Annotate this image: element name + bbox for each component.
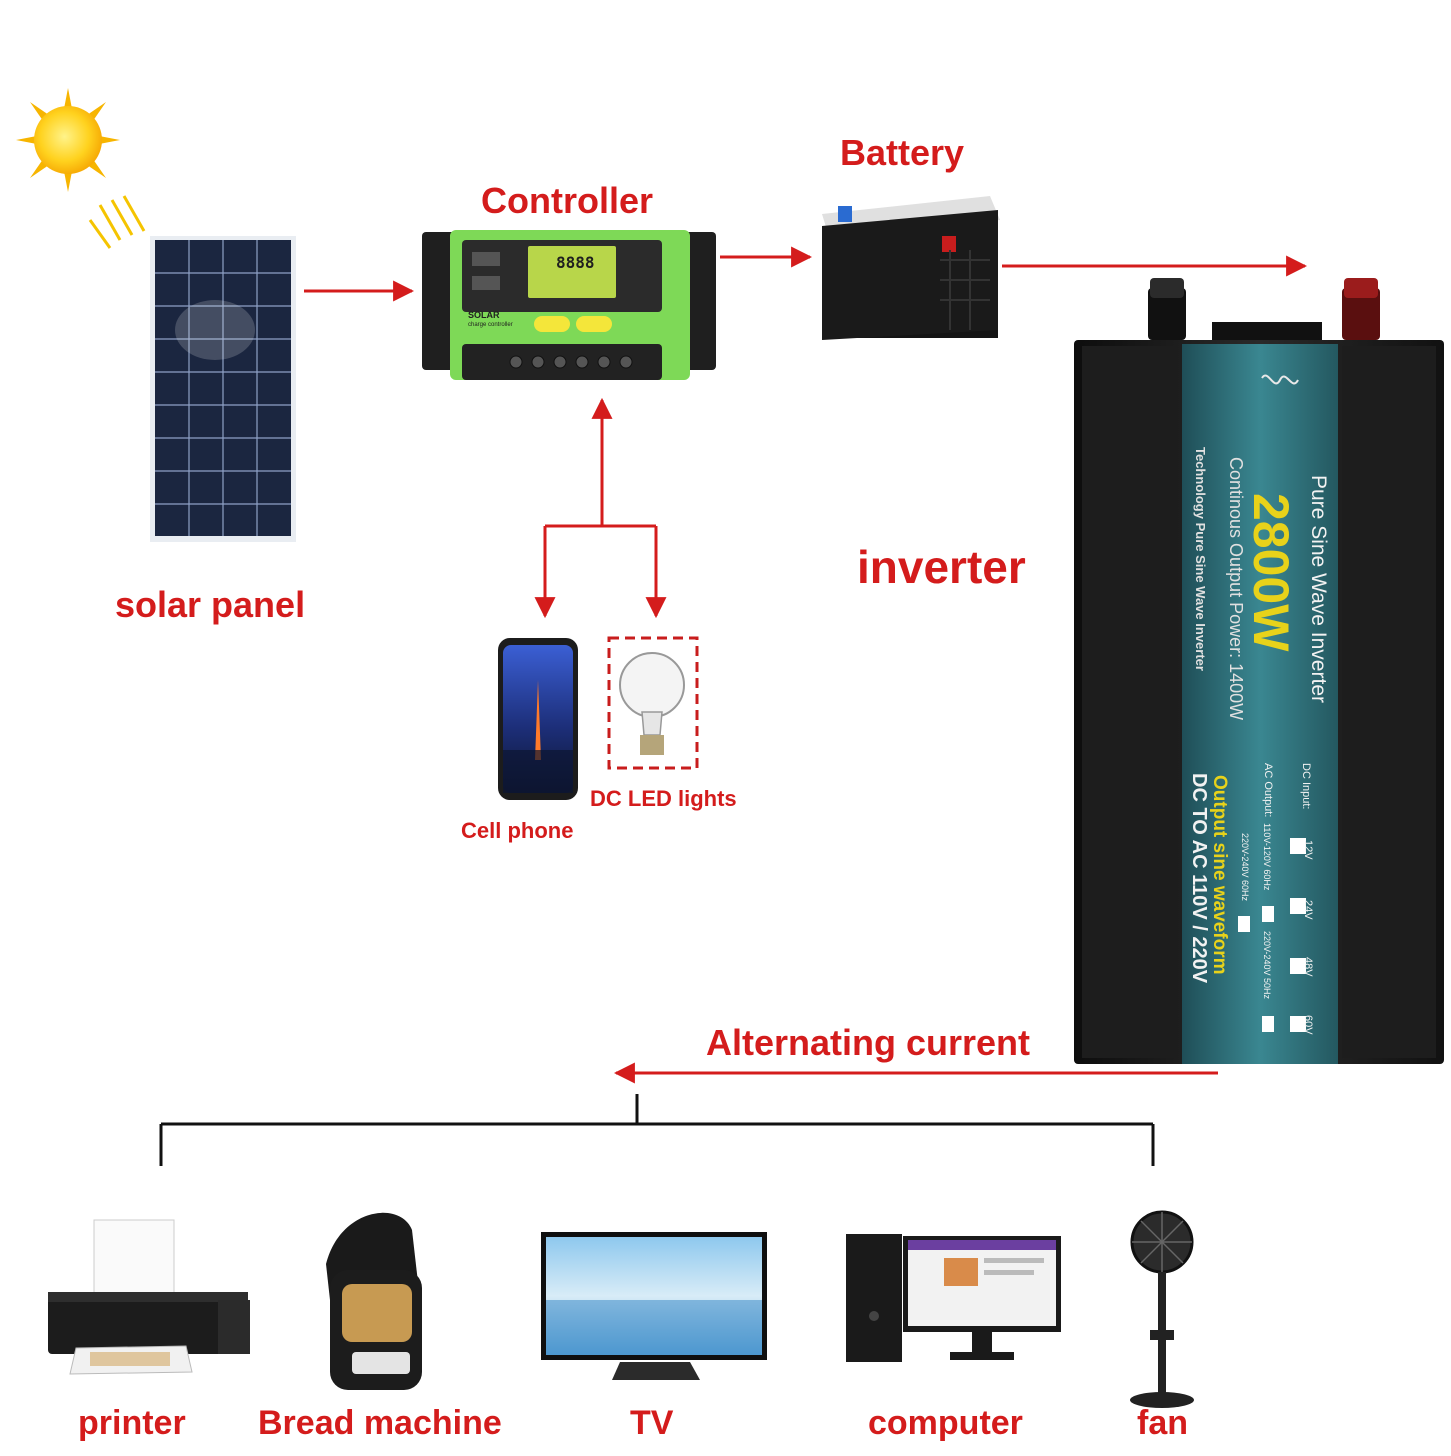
inverter-dc-input-24v: 24V <box>1302 900 1314 920</box>
inverter-ac-output-220v-50hz: 220V-240V 50Hz <box>1262 931 1272 1000</box>
label-solar-panel: solar panel <box>115 584 306 625</box>
label-dc-led-lights: DC LED lights <box>590 786 737 811</box>
label-computer: computer <box>868 1404 1023 1442</box>
label-tv: TV <box>630 1404 674 1442</box>
battery-icon <box>822 196 1000 340</box>
inverter-ac-output-110v: 110V-120V 60Hz <box>1262 823 1272 891</box>
label-fan: fan <box>1137 1404 1188 1442</box>
inverter-dc-input-label: DC Input: <box>1300 763 1312 810</box>
controller-lcd-digits: 8888 <box>556 253 595 272</box>
tv-icon <box>541 1232 767 1380</box>
phone-icon <box>498 638 578 800</box>
inverter-icon <box>1074 278 1444 1064</box>
label-inverter: inverter <box>857 541 1026 593</box>
controller-brand: SOLAR <box>468 310 500 320</box>
label-controller: Controller <box>481 180 654 221</box>
printer-icon <box>48 1219 250 1375</box>
sun-icon <box>16 88 146 249</box>
inverter-technology: Technology Pure Sine Wave Inverter <box>1193 447 1208 671</box>
inverter-label-panel: Pure Sine Wave Inverter 2800W Continous … <box>1188 345 1350 1065</box>
inverter-continuous-output: Continous Output Power: 1400W <box>1226 457 1246 721</box>
inverter-ac-output-label: AC Output: <box>1262 763 1274 818</box>
label-printer: printer <box>78 1404 186 1442</box>
inverter-dc-input-48v: 48V <box>1302 957 1314 977</box>
controller-subtitle: charge controller <box>468 322 513 328</box>
inverter-dc-input-60v: 60V <box>1302 1015 1314 1035</box>
dc-load-branch <box>534 397 667 619</box>
label-battery: Battery <box>840 132 965 173</box>
inverter-output-waveform: Output sine waveform <box>1209 775 1230 975</box>
label-cell-phone: Cell phone <box>461 818 574 843</box>
inverter-ac-output-220v-60hz: 220V-240V 60Hz <box>1240 833 1250 902</box>
fan-icon <box>1130 1210 1194 1408</box>
bread-machine-icon <box>326 1212 422 1390</box>
label-bread-machine: Bread machine <box>258 1404 502 1442</box>
inverter-dc-to-ac: DC TO AC 110V / 220V <box>1188 773 1210 984</box>
inverter-product-name: Pure Sine Wave Inverter <box>1307 475 1330 703</box>
inverter-power-rating: 2800W <box>1243 493 1299 652</box>
label-alternating-current: Alternating current <box>706 1022 1031 1063</box>
ac-distribution-bus <box>159 1094 1155 1166</box>
bulb-icon <box>607 636 699 770</box>
solar-panel-icon <box>150 236 296 542</box>
inverter-dc-input-12v: 12V <box>1302 840 1314 860</box>
computer-icon <box>846 1234 1061 1362</box>
controller-icon: 8888 SOLAR charge controller <box>422 230 716 380</box>
